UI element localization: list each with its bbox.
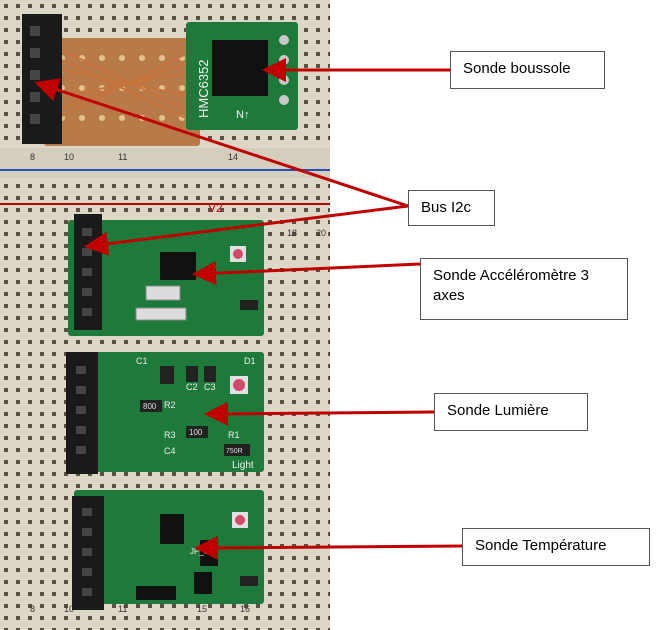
part-label: R1 <box>228 430 240 440</box>
perfboard <box>44 38 200 146</box>
component-value: 750R <box>226 448 243 455</box>
led-lens <box>235 515 245 525</box>
part-label: C2 <box>186 382 198 392</box>
component <box>145 285 181 301</box>
column-number: 8 <box>30 604 35 614</box>
component <box>140 400 162 412</box>
sensor-boards-photo: V2 8 10 11 14 18 20 8 10 11 15 16 HMC635… <box>0 0 330 630</box>
header-sockets <box>82 508 92 596</box>
label-accelerometer: Sonde Accéléromètre 3 axes <box>420 258 628 320</box>
board-name: Light <box>232 460 254 471</box>
column-number: 16 <box>240 604 250 614</box>
breadboard-divider <box>0 148 330 178</box>
part-label: R2 <box>164 400 176 410</box>
column-number: 20 <box>316 228 326 238</box>
part-label: C3 <box>204 382 216 392</box>
column-number: 8 <box>30 152 35 162</box>
component <box>240 300 258 310</box>
component-value: 800 <box>143 402 157 411</box>
column-number: 11 <box>118 604 127 614</box>
header-sockets <box>76 366 86 454</box>
label-compass: Sonde boussole <box>450 51 605 89</box>
chip-label: HMC6352 <box>196 59 211 118</box>
accel-chip <box>160 252 196 280</box>
rail-label: V2 <box>208 201 223 215</box>
temp-sensor-chip <box>160 514 184 544</box>
north-marker: N↑ <box>236 109 249 121</box>
part-label: JP_3 <box>190 547 209 556</box>
label-temperature: Sonde Température <box>462 528 650 566</box>
component <box>240 576 258 586</box>
accelerometer-module <box>68 214 264 336</box>
led-lens <box>233 379 245 391</box>
label-bus: Bus I2c <box>408 190 495 226</box>
component <box>186 426 208 438</box>
component <box>160 366 174 384</box>
column-number: 10 <box>64 604 74 614</box>
component <box>204 366 216 382</box>
component-value: 100 <box>189 428 203 437</box>
temperature-module: JP_3 <box>72 490 264 610</box>
part-label: D1 <box>244 356 256 366</box>
column-number: 11 <box>118 152 127 162</box>
column-number: 10 <box>64 152 74 162</box>
part-label: R3 <box>164 430 176 440</box>
label-light: Sonde Lumière <box>434 393 588 431</box>
column-number: 15 <box>197 604 207 614</box>
light-module: C1 C2 C3 D1 R2 R3 R1 C4 800 100 750R Lig… <box>66 352 264 474</box>
part-label: C1 <box>136 356 148 366</box>
component <box>186 366 198 382</box>
temp-pcb <box>74 490 264 604</box>
jumper <box>194 572 212 594</box>
column-number: 18 <box>287 228 297 238</box>
component <box>135 307 187 321</box>
compass-chip <box>212 40 268 96</box>
column-number: 14 <box>228 152 238 162</box>
component <box>224 444 250 456</box>
pin-header <box>22 14 62 144</box>
part-label: C4 <box>164 446 176 456</box>
jumper <box>136 586 176 600</box>
led-lens <box>233 249 243 259</box>
